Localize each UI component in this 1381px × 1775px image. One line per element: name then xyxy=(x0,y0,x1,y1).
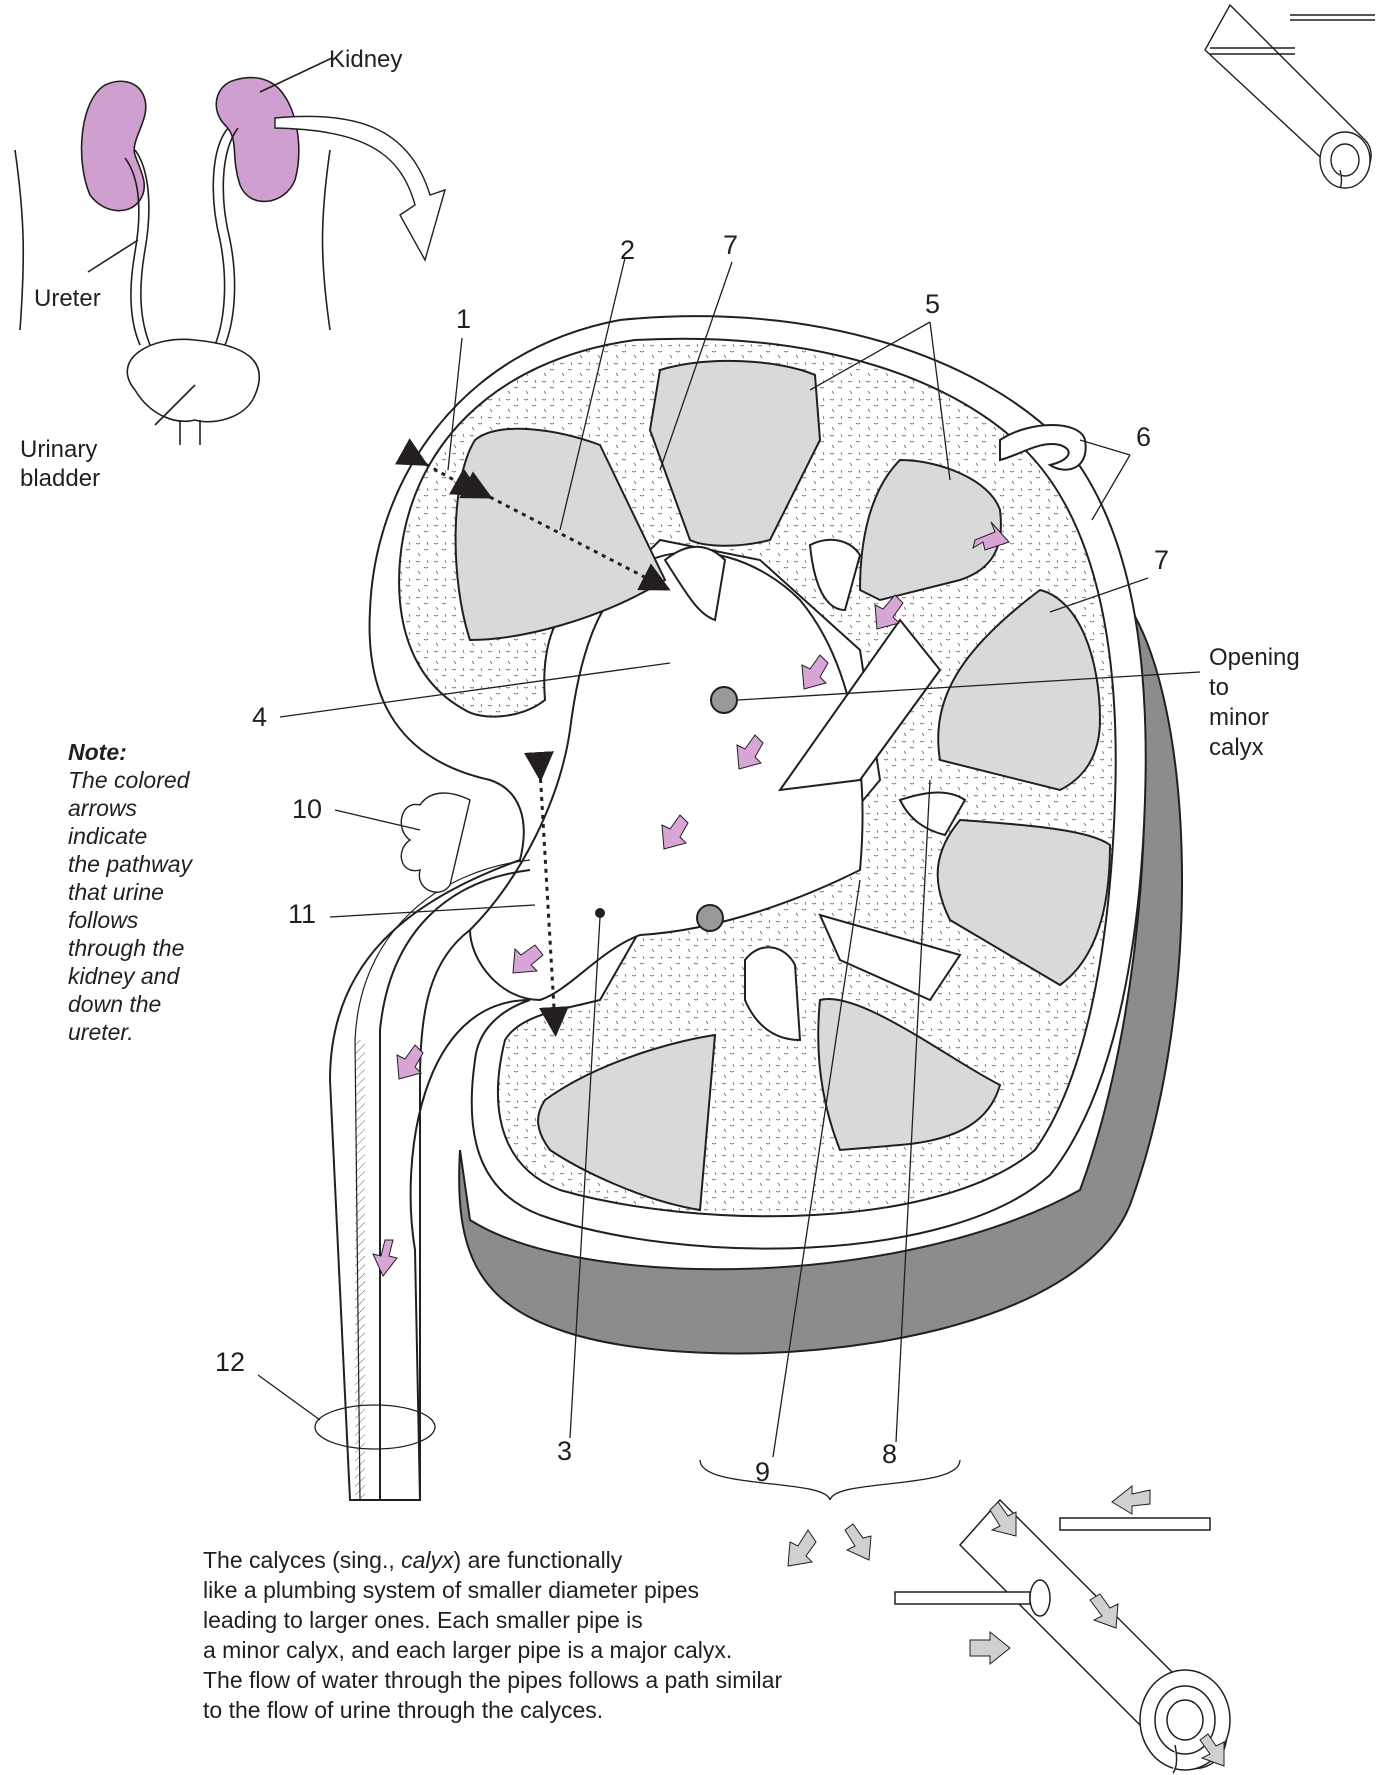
label-6: 6 xyxy=(1136,423,1151,451)
note-line: that urine xyxy=(68,878,228,906)
pipe-icon-small xyxy=(1205,5,1375,188)
label-10: 10 xyxy=(292,795,322,823)
left-kidney-shape xyxy=(82,81,146,210)
caption-line: leading to larger ones. Each smaller pip… xyxy=(203,1605,782,1635)
label-urinary-bladder-line1: Urinary xyxy=(20,435,100,464)
opening-line1: Opening xyxy=(1209,643,1300,673)
label-7-top: 7 xyxy=(723,231,738,259)
label-1: 1 xyxy=(456,305,471,333)
caption-line: a minor calyx, and each larger pipe is a… xyxy=(203,1635,782,1665)
opening-minor-calyx-1 xyxy=(711,687,737,713)
caption-line: like a plumbing system of smaller diamet… xyxy=(203,1575,782,1605)
caption-em: calyx xyxy=(401,1547,453,1573)
label-4: 4 xyxy=(252,703,267,731)
note-line: ureter. xyxy=(68,1018,228,1046)
caption-line: The flow of water through the pipes foll… xyxy=(203,1665,782,1695)
note-line: follows xyxy=(68,906,228,934)
label-12: 12 xyxy=(215,1348,245,1376)
note-line: through the xyxy=(68,934,228,962)
note-line: The colored xyxy=(68,766,228,794)
note-line: arrows xyxy=(68,794,228,822)
fat-lobules xyxy=(401,793,470,892)
label-2: 2 xyxy=(620,236,635,264)
caption-pre: The calyces (sing., xyxy=(203,1547,401,1573)
overview-urinary-system xyxy=(15,58,445,445)
kidney-section xyxy=(330,316,1182,1500)
opening-line2: to xyxy=(1209,673,1300,703)
label-8: 8 xyxy=(882,1440,897,1468)
label-ureter: Ureter xyxy=(34,285,101,313)
caption-line-1: The calyces (sing., calyx) are functiona… xyxy=(203,1545,782,1575)
note-line: indicate xyxy=(68,822,228,850)
note-line: the pathway xyxy=(68,850,228,878)
zoom-arrow xyxy=(275,116,445,260)
opening-line3: minor xyxy=(1209,703,1300,733)
label-11: 11 xyxy=(288,900,316,928)
note-title: Note: xyxy=(68,738,228,766)
caption-post: ) are functionally xyxy=(454,1547,623,1573)
label-kidney: Kidney xyxy=(329,46,402,74)
opening-minor-calyx-2 xyxy=(697,905,723,931)
note-block: Note: The colored arrows indicate the pa… xyxy=(68,738,228,1046)
note-line: down the xyxy=(68,990,228,1018)
label-9: 9 xyxy=(755,1458,770,1486)
label-3: 3 xyxy=(557,1437,572,1465)
label-5: 5 xyxy=(925,290,940,318)
caption-line: to the flow of urine through the calyces… xyxy=(203,1695,782,1725)
right-kidney-shape xyxy=(216,78,299,202)
label-urinary-bladder-line2: bladder xyxy=(20,464,100,493)
opening-line4: calyx xyxy=(1209,733,1300,763)
caption-text: The calyces (sing., calyx) are functiona… xyxy=(203,1545,782,1725)
note-line: kidney and xyxy=(68,962,228,990)
label-7-right: 7 xyxy=(1154,546,1169,574)
label-urinary-bladder: Urinary bladder xyxy=(20,435,100,493)
bladder-shape xyxy=(127,339,259,421)
plumbing-pipes-illustration xyxy=(895,1500,1230,1773)
label-opening-to-minor-calyx: Opening to minor calyx xyxy=(1209,643,1300,763)
